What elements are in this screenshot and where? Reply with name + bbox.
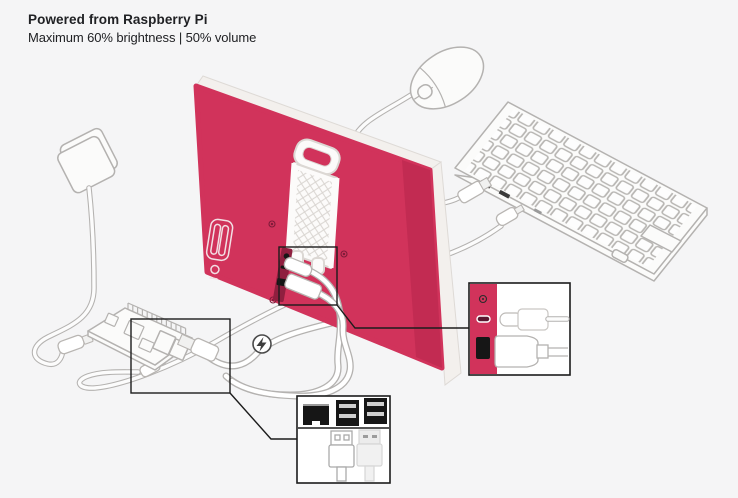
leader-line-pi — [229, 392, 297, 440]
callout-monitor-ports — [278, 246, 469, 329]
page-subtitle: Maximum 60% brightness | 50% volume — [28, 30, 257, 45]
keyboard — [454, 101, 708, 282]
hdmi-connector — [494, 335, 568, 368]
hdmi-plug-monitor — [284, 273, 323, 300]
usb-port-stack-2 — [364, 398, 387, 424]
detail-box-monitor-ports — [468, 282, 571, 376]
detail-audio-jack — [478, 294, 488, 304]
handle-loop — [293, 138, 341, 176]
monitor-stand-handle — [285, 138, 341, 275]
callout-pi-ports — [130, 318, 297, 440]
usb-c-connector — [499, 308, 570, 331]
mouse-usb-a-plug — [457, 176, 493, 204]
usb-a-plug-pi — [176, 333, 220, 362]
detail-usb-c-port — [476, 315, 491, 323]
usb-a-plug-solid — [356, 429, 383, 482]
mouse — [409, 46, 485, 110]
usb-c-plug-monitor — [283, 257, 313, 277]
power-adapter — [57, 127, 118, 194]
monitor-buttons — [205, 218, 234, 280]
power-cable — [31, 185, 97, 368]
pi-chips — [104, 312, 155, 353]
keyboard-micro-plug — [495, 204, 525, 227]
leader-line-monitor — [336, 304, 469, 329]
detail-hdmi-port — [476, 337, 490, 359]
caption-block: Powered from Raspberry Pi Maximum 60% br… — [28, 11, 256, 47]
space-bar-key — [640, 224, 682, 253]
detail-box-pi-ports — [296, 395, 391, 484]
page-title: Powered from Raspberry Pi — [28, 12, 208, 27]
ethernet-port — [303, 404, 329, 425]
power-symbol-icon — [210, 264, 220, 275]
usb-port-stack-1 — [336, 400, 359, 426]
keyboard-foot — [611, 249, 629, 263]
usb-a-plug-outline — [328, 430, 355, 482]
scroll-wheel — [417, 84, 433, 100]
power-bolt-icon — [252, 334, 272, 354]
